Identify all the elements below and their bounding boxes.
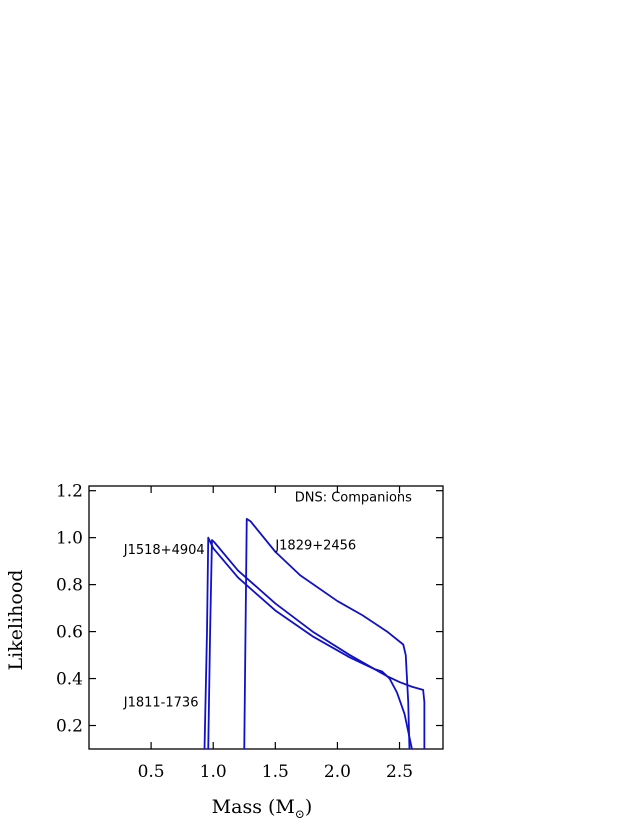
y-tick-label: 0.8 bbox=[56, 576, 83, 596]
y-tick-label: 1.0 bbox=[56, 529, 83, 549]
series-line-j1518-4904 bbox=[203, 536, 426, 749]
x-axis-label-sun-symbol: ⊙ bbox=[295, 807, 305, 821]
x-axis-label-text: Mass (M bbox=[212, 796, 295, 818]
plot-area-border bbox=[88, 485, 444, 750]
x-axis-label: Mass (M⊙) bbox=[212, 796, 313, 821]
y-tick-label: 0.6 bbox=[56, 623, 83, 643]
plot-frame bbox=[88, 485, 444, 750]
x-tick-label: 1.0 bbox=[200, 762, 227, 782]
x-axis-label-close: ) bbox=[305, 796, 312, 818]
x-tick-label: 0.5 bbox=[138, 762, 165, 782]
axis-ticks: 0.5 1.0 1.5 2.0 2.5 0.2 0.4 0.6 0.8 1.0 1.2 bbox=[56, 482, 443, 782]
y-tick-label: 0.4 bbox=[56, 670, 83, 690]
annotation-dns-companions: DNS: Companions bbox=[295, 490, 412, 505]
y-axis-label: Likelihood bbox=[5, 570, 27, 671]
annotation-j1829-2456: J1829+2456 bbox=[274, 538, 356, 553]
series-lines bbox=[203, 517, 426, 749]
series-line-j1829-2456 bbox=[243, 517, 411, 749]
y-tick-label: 1.2 bbox=[56, 482, 83, 502]
y-tick-label: 0.2 bbox=[56, 717, 83, 737]
annotation-j1811-1736: J1811-1736 bbox=[123, 696, 199, 711]
series-line-j1811-1736 bbox=[207, 539, 413, 749]
x-tick-label: 2.5 bbox=[386, 762, 413, 782]
x-tick-label: 1.5 bbox=[262, 762, 289, 782]
x-tick-label: 2.0 bbox=[324, 762, 351, 782]
annotation-j1518-4904: J1518+4904 bbox=[123, 543, 205, 558]
